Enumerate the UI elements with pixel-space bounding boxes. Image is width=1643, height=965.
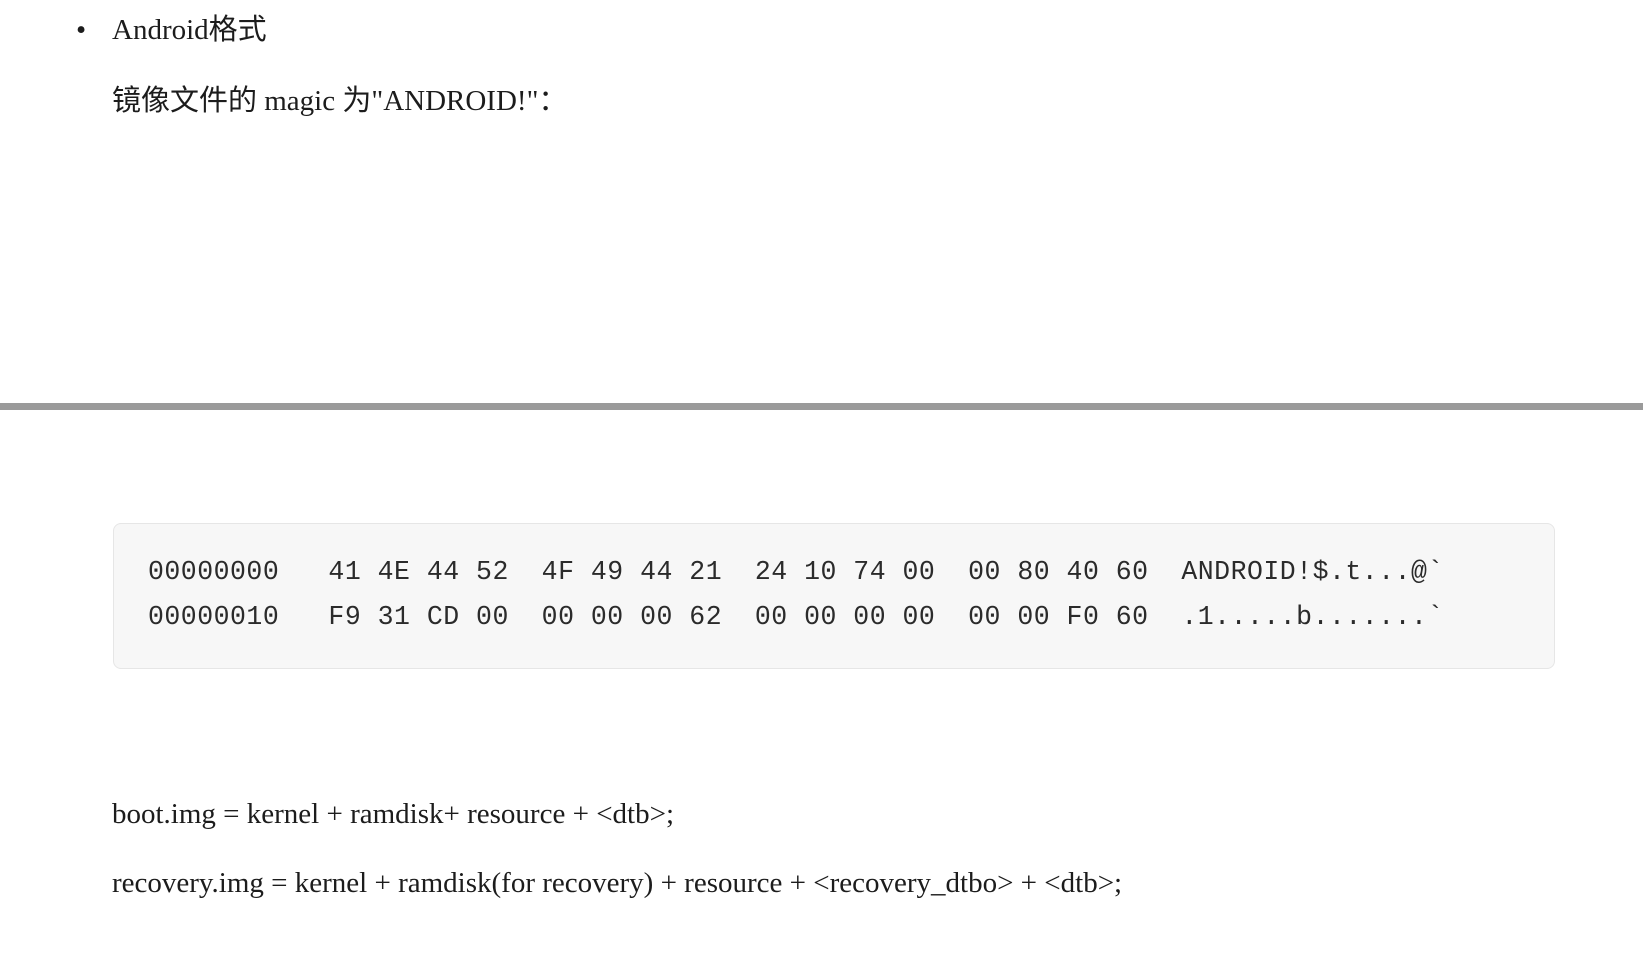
magic-description-text: 镜像文件的 magic 为"ANDROID!"：	[112, 85, 568, 117]
recovery-img-formula-text: recovery.img = kernel + ramdisk(for reco…	[112, 867, 1123, 899]
hexdump-code-block[interactable]: 00000000 41 4E 44 52 4F 49 44 21 24 10 7…	[113, 523, 1555, 669]
list-item-label: Android格式	[112, 14, 267, 46]
horizontal-divider	[0, 403, 1643, 410]
boot-img-formula-text: boot.img = kernel + ramdisk+ resource + …	[112, 798, 675, 830]
bullet-dot-icon: •	[76, 14, 87, 46]
list-item: • Android格式	[60, 10, 267, 50]
bullet-list: • Android格式	[60, 10, 267, 50]
hexdump-code-text: 00000000 41 4E 44 52 4F 49 44 21 24 10 7…	[148, 557, 1444, 632]
